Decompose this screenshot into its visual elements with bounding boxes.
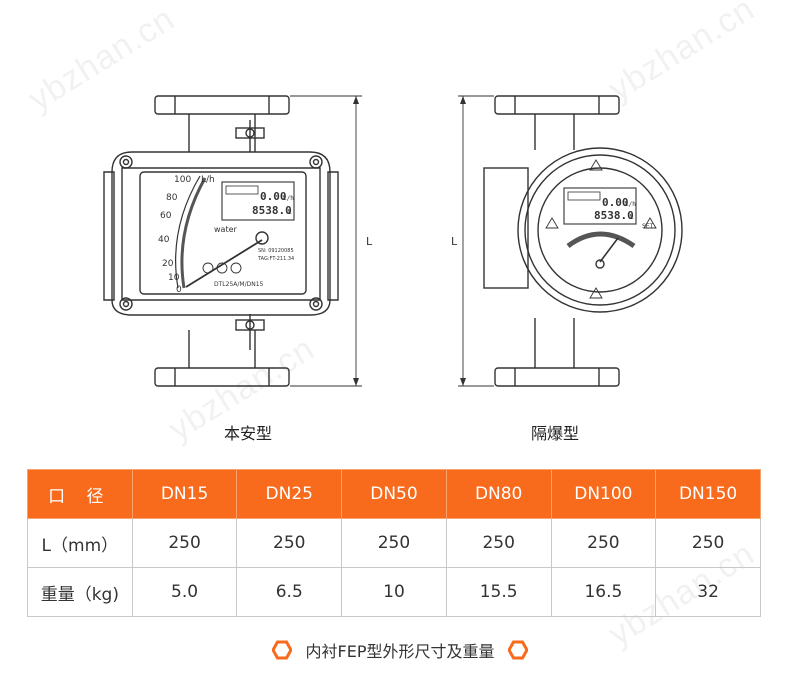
row-label: L（mm） [27, 518, 133, 568]
flowmeter-drawing: L L L/h 100 80 60 40 20 10 0 water DTL25… [103, 95, 683, 387]
lcd-total-unit: L [630, 214, 634, 221]
scale-tick: 0 [176, 285, 182, 295]
serial-label: SN: 09120085 [258, 248, 294, 254]
scale-tick: 10 [168, 273, 180, 283]
footer-title: 内衬FEP型外形尺寸及重量 [305, 642, 495, 661]
lcd-flow-unit: L/h [625, 201, 636, 208]
table-cell: 6.5 [236, 567, 343, 617]
table-cell: 250 [131, 518, 238, 568]
table-cell: 250 [236, 518, 343, 568]
header-cell: 口 径 [27, 469, 133, 519]
header-cell: DN100 [550, 469, 657, 519]
lcd-flow-value: 0.00 [602, 196, 629, 209]
tag-label: TAG:FT-211.34 [257, 256, 294, 262]
dimension-label-right: L [451, 235, 458, 248]
dimension-lines [290, 95, 494, 387]
table-cell: 250 [445, 518, 552, 568]
table-row: 重量（kg) 5.0 6.5 10 15.5 16.5 32 [27, 567, 761, 617]
lcd-flow-unit: L/h [283, 195, 294, 202]
scale-tick: 20 [162, 259, 174, 269]
set-label: SET [642, 223, 654, 230]
footer-title-bar: 内衬FEP型外形尺寸及重量 [0, 638, 800, 662]
spec-table: 口 径 DN15 DN25 DN50 DN80 DN100 DN150 L（mm… [27, 469, 761, 617]
row-label: 重量（kg) [27, 567, 133, 617]
caption-intrinsic-safe: 本安型 [223, 424, 272, 443]
table-cell: 32 [655, 567, 761, 617]
table-cell: 250 [341, 518, 447, 568]
model-label: DTL25A/M/DN15 [214, 281, 264, 288]
table-row: L（mm） 250 250 250 250 250 250 [27, 518, 761, 568]
table-cell: 15.5 [445, 567, 552, 617]
table-header-row: 口 径 DN15 DN25 DN50 DN80 DN100 DN150 [27, 469, 761, 519]
table-cell: 5.0 [131, 567, 238, 617]
intrinsic-safe-meter [103, 95, 339, 387]
lcd-total-value: 8538.0 [594, 209, 634, 222]
dimension-label-left: L [366, 235, 373, 248]
header-cell: DN15 [131, 469, 238, 519]
scale-tick: 100 [174, 175, 191, 185]
header-cell: DN150 [655, 469, 761, 519]
header-cell: DN80 [445, 469, 552, 519]
caption-explosion-proof: 隔爆型 [530, 424, 579, 443]
table-cell: 16.5 [550, 567, 657, 617]
lcd-total-value: 8538.0 [252, 204, 292, 217]
scale-tick: 60 [160, 211, 172, 221]
header-cell: DN25 [236, 469, 343, 519]
table-cell: 250 [550, 518, 657, 568]
header-cell: DN50 [341, 469, 447, 519]
scale-tick: 40 [158, 235, 170, 245]
hexagon-icon [507, 640, 528, 660]
table-cell: 10 [341, 567, 447, 617]
explosion-proof-meter [483, 95, 683, 387]
table-cell: 250 [655, 518, 761, 568]
scale-tick: 80 [166, 193, 178, 203]
medium-label: water [214, 225, 238, 234]
lcd-total-unit: L [288, 209, 292, 216]
scale-unit: L/h [201, 175, 215, 185]
lcd-flow-value: 0.00 [260, 190, 287, 203]
hexagon-icon [272, 640, 293, 660]
